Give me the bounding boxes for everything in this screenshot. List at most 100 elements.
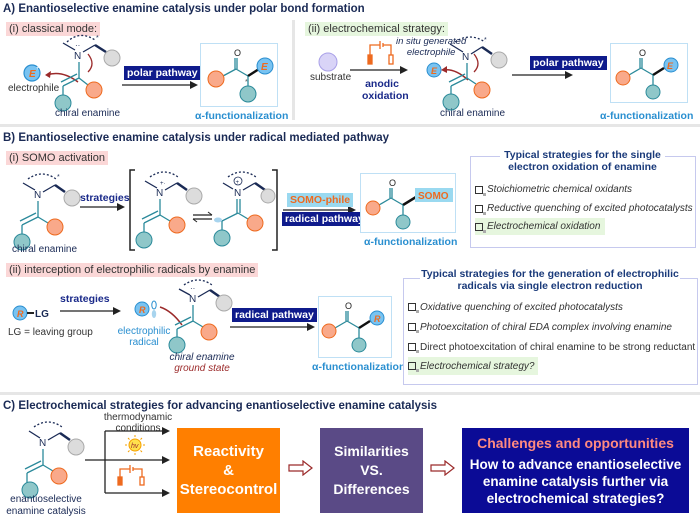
reactivity-stereocontrol-box: Reactivity & Stereocontrol <box>177 428 280 513</box>
strategies-label-2: strategies <box>60 293 110 305</box>
anodic-line: anodic <box>365 78 399 90</box>
somo-scheme: N * N +· + N <box>13 169 356 251</box>
svg-text:··: ·· <box>75 41 80 50</box>
battery-icon-2 <box>117 465 145 486</box>
svg-text:N: N <box>34 190 41 201</box>
box1-line2: & <box>223 462 234 479</box>
chiral-enamine-label-2: chiral enamine <box>440 108 506 119</box>
box3-line2: enamine catalysis further via <box>482 473 669 489</box>
oxidation-title-line2: electron oxidation of enamine <box>508 161 657 173</box>
somo-product-box: O SOMO <box>360 173 456 233</box>
section-c-scheme: N hv <box>21 421 170 499</box>
thermo-line1: thermodynamic <box>103 412 173 423</box>
svg-text:*: * <box>57 174 60 181</box>
classical-product-label: α-functionalization <box>195 110 289 122</box>
radical-pathway-tag-2: radical pathway <box>232 308 317 322</box>
chiral-enamine-label: chiral enamine <box>55 108 121 119</box>
section-a-divider <box>292 20 295 120</box>
strategy-item: Stoichiometric chemical oxidants <box>475 180 693 199</box>
strategy-text: Direct photoexcitation of chiral enamine… <box>420 341 696 353</box>
battery-icon <box>367 41 394 65</box>
radical-line1: electrophilic <box>117 326 171 337</box>
svg-text:O: O <box>234 48 241 58</box>
r-product-symbol: R <box>374 314 381 324</box>
teal-group-icon <box>54 94 72 112</box>
substrate-label: substrate <box>310 72 352 83</box>
interception-label: (ii) interception of electrophilic radic… <box>6 263 259 277</box>
box3-line1: How to advance enantioselective <box>469 456 682 472</box>
lg-note: LG = leaving group <box>8 327 93 338</box>
box2-line3: Differences <box>333 481 410 497</box>
svg-text:N: N <box>462 52 469 63</box>
enantioselective-catalysis-label: enantioselective enamine catalysis <box>6 494 86 518</box>
electrophile-icon: E + <box>23 64 41 82</box>
checkbox-icon <box>408 303 419 313</box>
strategy-text: Reductive quenching of excited photocata… <box>487 203 693 214</box>
substrate-icon <box>318 52 338 72</box>
polar-pathway-tag-2: polar pathway <box>530 56 607 70</box>
svg-text:N: N <box>74 51 81 62</box>
electrophile-label: electrophile <box>8 83 60 94</box>
section-a-title: A) Enantioselective enamine catalysis un… <box>3 3 365 15</box>
svg-text:N: N <box>39 438 46 449</box>
similarities-differences-box: Similarities VS. Differences <box>320 428 423 513</box>
hollow-arrow-icon <box>288 460 313 476</box>
svg-text:O: O <box>345 301 352 311</box>
strategy-item-highlighted: Electrochemical oxidation <box>475 218 605 235</box>
radical-line2: radical <box>129 337 159 348</box>
strategy-item: Reductive quenching of excited photocata… <box>475 199 693 218</box>
classical-mode-label: (i) classical mode: <box>6 22 101 36</box>
interception-scheme: R LG R N ·· <box>12 279 315 354</box>
product-e-symbol: E <box>261 62 268 73</box>
somo-phile-tag: SOMO-phile <box>287 193 354 207</box>
catalysis-line2: enamine catalysis <box>6 506 86 517</box>
electrophilic-radical-label: electrophilic radical <box>116 326 172 348</box>
section-b-title: B) Enantioselective enamine catalysis un… <box>3 132 390 144</box>
oxidation-strategies-title: Typical strategies for the single electr… <box>500 149 665 173</box>
reduction-strategies-title: Typical strategies for the generation of… <box>420 268 680 292</box>
checkbox-icon <box>475 222 486 233</box>
interception-product-box: O R <box>318 296 392 358</box>
box2-line2: VS. <box>360 462 383 478</box>
divider-b-c <box>0 392 700 395</box>
reduction-title-line2: radicals via single electron reduction <box>457 280 643 292</box>
challenges-opportunities-box: Challenges and opportunities How to adva… <box>462 428 689 513</box>
svg-text:+·: +· <box>160 181 166 187</box>
svg-text:*: * <box>96 35 99 42</box>
svg-text:R: R <box>139 305 146 315</box>
gray-group-icon <box>103 49 121 67</box>
electrochemical-scheme: E N * <box>318 36 573 111</box>
box1-line3: Stereocontrol <box>179 481 278 498</box>
checkbox-icon <box>408 323 419 333</box>
section-c-title: C) Electrochemical strategies for advanc… <box>3 400 437 412</box>
svg-text:R: R <box>17 309 24 319</box>
somo-product-label: α-functionalization <box>364 236 458 248</box>
svg-text:E: E <box>29 69 36 80</box>
ground-state-line1: chiral enamine <box>169 352 235 363</box>
light-hv-icon: hv <box>125 435 145 455</box>
somo-activation-label: (i) SOMO activation <box>6 151 108 165</box>
hollow-arrow-icon-2 <box>430 460 455 476</box>
box3-line3: electrochemical strategies? <box>486 490 665 506</box>
reduction-title-line1: Typical strategies for the generation of… <box>421 268 679 280</box>
checkbox-icon <box>475 185 486 196</box>
svg-text:+: + <box>36 66 40 72</box>
anodic-oxidation-label: anodic oxidation <box>362 78 409 102</box>
classical-scheme: E + N ·· * <box>23 34 198 112</box>
svg-text:O: O <box>389 178 396 188</box>
somo-product-group: SOMO <box>418 191 449 202</box>
strategy-text: Electrochemical oxidation <box>487 221 601 232</box>
svg-text:N: N <box>156 188 163 199</box>
strategy-item: Direct photoexcitation of chiral enamine… <box>408 337 696 357</box>
divider-a-b <box>0 124 700 127</box>
classical-product-box: O E * <box>200 43 278 107</box>
reduction-strategies-list: Oxidative quenching of excited photocata… <box>408 297 696 375</box>
svg-text:+: + <box>236 180 240 186</box>
svg-text:E: E <box>431 66 438 76</box>
strategies-label: strategies <box>80 192 130 204</box>
catalysis-line1: enantioselective <box>10 494 82 505</box>
chiral-enamine-label-3: chiral enamine <box>12 244 78 255</box>
in-situ-label: in situ generated electrophile <box>396 36 466 58</box>
checkbox-icon <box>408 362 419 372</box>
in-situ-line1: in situ generated <box>396 36 467 47</box>
